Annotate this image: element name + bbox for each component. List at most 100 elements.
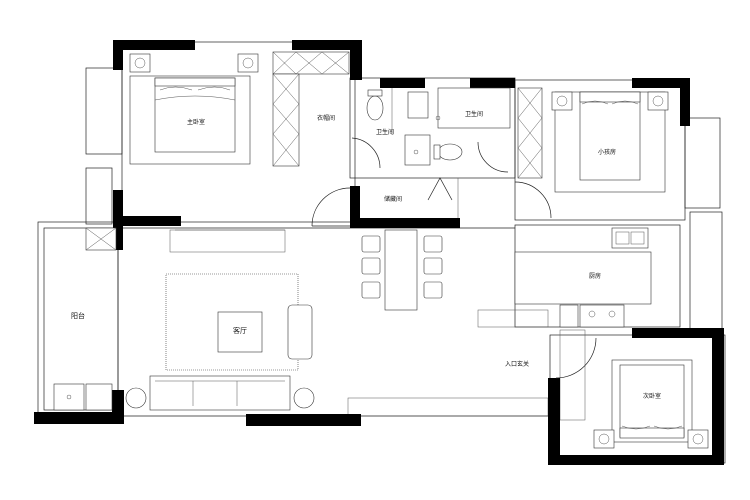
door-arc [555,337,597,379]
balcony-sink [85,383,113,411]
right-lower-bay [689,211,723,331]
storage-door [427,177,453,201]
wall [112,390,124,424]
wall [712,328,724,463]
bed [154,77,236,153]
room-label-bathroom-b: 卫生间 [465,110,483,118]
kids-headboard [579,91,641,103]
chair [361,257,381,275]
lamp-icon [242,57,254,69]
toilet-tank [367,89,383,97]
kids-bed [517,87,669,193]
bottom-sill [347,397,549,417]
nightstand [237,53,259,73]
drain-icon [66,394,72,400]
wall [113,40,123,70]
lamp-icon [134,57,146,69]
toilet-icon [437,143,463,161]
pillows [581,100,639,105]
bed-headboard [619,427,685,439]
door-arc [477,141,509,173]
wardrobe-x [272,73,300,167]
bed-headboard [154,77,236,87]
bath-b-box [437,87,511,129]
wall [113,40,195,50]
wall [680,78,690,126]
lamp-icon [598,433,610,445]
sink-bowl [615,231,630,245]
washing-machine [53,383,85,411]
chair [423,257,443,275]
room-label-master-bedroom: 主卧室 [187,118,205,126]
entry-cabinet [477,309,549,328]
lamp-icon [652,95,664,107]
right-window-bay [684,117,721,209]
chair [361,281,381,299]
nightstand [129,53,151,73]
master-bed [129,53,259,165]
kitchen-sink [611,227,649,249]
side-table [125,387,147,409]
wall [470,78,515,88]
toilet-icon [366,95,384,121]
bed [619,364,685,438]
wall [350,186,360,228]
room-label-second-bedroom: 次卧室 [643,392,661,400]
tv-unit [287,304,313,360]
pillows [621,425,683,430]
room-label-living-room: 客厅 [233,326,247,335]
second-bed [593,359,709,449]
wardrobe-x [272,51,350,75]
nightstand [687,429,709,449]
pillows [159,86,231,91]
living-window-sill [169,229,286,253]
wardrobe-top [272,51,350,75]
nightstand [647,91,669,111]
side-table [293,387,315,409]
doors [311,137,597,379]
left-pillar-bay [85,167,113,225]
wall [350,218,460,228]
living-furniture [125,273,315,411]
dining-table [384,229,418,311]
blanket-fold [154,95,236,101]
wall [34,412,124,424]
room-label-kitchen: 厨房 [589,272,601,280]
dining-set [361,229,443,311]
drain-icon [435,115,441,121]
cabinet-x [85,227,117,251]
room-labels: 主卧室 衣帽间 卫生间 卫生间 小孩房 储藏间 阳台 客厅 厨房 入口玄关 次卧… [71,110,661,400]
room-label-bathroom-a: 卫生间 [376,128,394,136]
walls [34,40,724,465]
door-arc [311,187,351,227]
room-label-kids-room: 小孩房 [598,148,616,156]
drain-icon [413,149,419,155]
door-arc [514,181,552,219]
chair [423,235,443,253]
kitchen-fixtures [514,227,652,328]
wall [246,414,361,426]
bathrooms [366,87,511,166]
sink-bowl [630,231,645,245]
counter [559,304,579,328]
wall [350,40,362,80]
washbasin [407,91,429,119]
chair [361,235,381,253]
burner-icon [608,310,616,318]
left-window-bay [85,67,123,155]
wall [113,216,181,226]
door-arc [351,137,381,169]
wall [632,328,724,338]
lamp-icon [692,433,704,445]
kids-bed-frame [579,91,641,181]
sofa [149,375,291,411]
wall [548,455,724,465]
wall [548,378,560,465]
wardrobe-x [517,87,543,179]
room-label-storage: 储藏间 [384,195,402,203]
wardrobe-side [272,73,300,167]
room-label-entrance: 入口玄关 [505,360,529,368]
coffee-table [217,311,263,353]
entry-shoe-cabinet [559,329,586,421]
nightstand [593,429,615,449]
